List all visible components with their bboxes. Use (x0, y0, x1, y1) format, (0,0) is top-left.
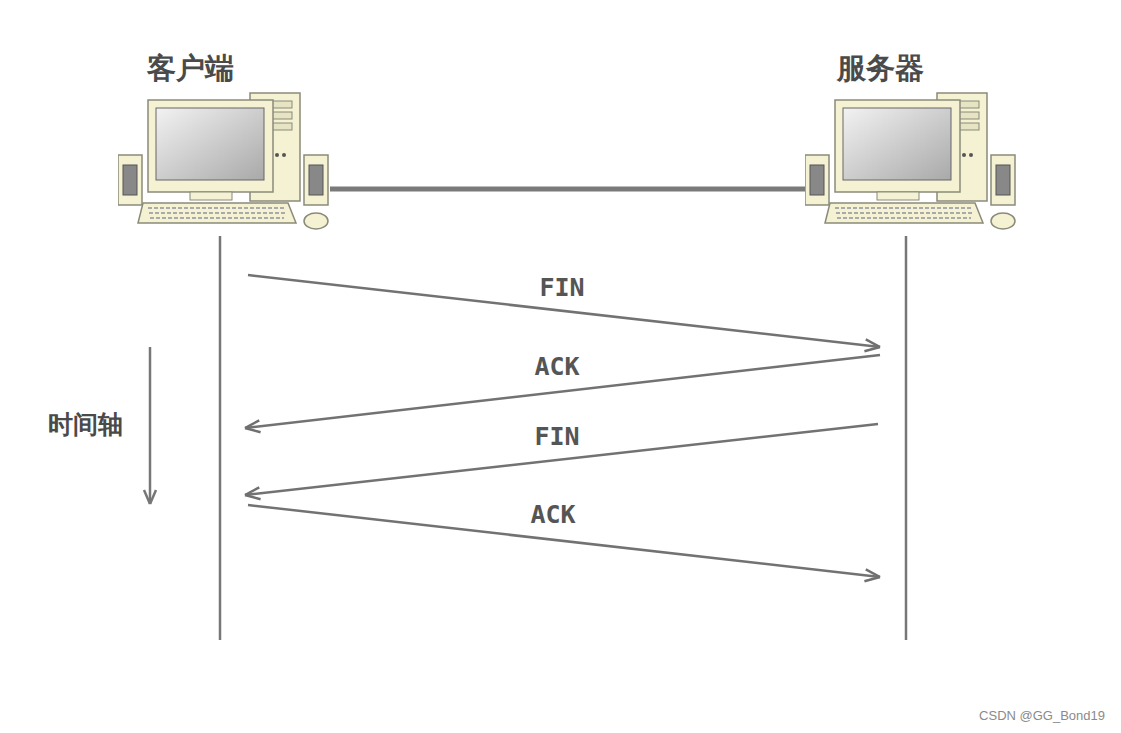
time-axis-arrow (149, 347, 152, 504)
axis-label: 时间轴 (48, 408, 123, 441)
node-label: 客户端 (118, 49, 263, 89)
message-label: FIN (531, 423, 582, 451)
message-label: ACK (531, 353, 582, 381)
network-cable (330, 187, 808, 192)
node-label: 服务器 (805, 49, 955, 89)
watermark: CSDN @GG_Bond19 (979, 708, 1105, 723)
message-arrow (245, 424, 878, 495)
computer-node: 服务器 (805, 55, 1019, 233)
server-lifeline (905, 236, 908, 640)
message-label: FIN (536, 274, 587, 302)
message-arrow (248, 275, 880, 347)
client-lifeline (219, 236, 222, 640)
message-label: ACK (527, 501, 578, 529)
computer-node: 客户端 (118, 55, 332, 233)
